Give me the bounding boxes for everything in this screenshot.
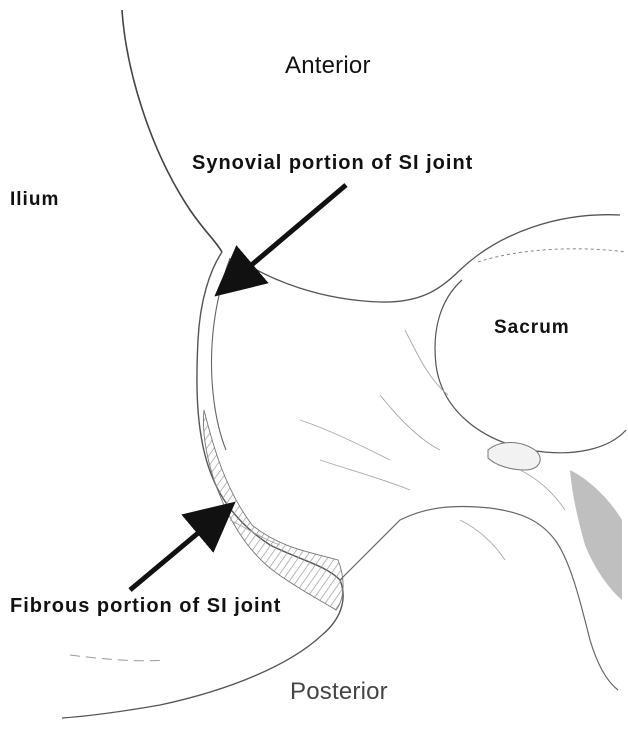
ilium-outline [122, 10, 222, 252]
posterior-soft-tissue-2 [70, 655, 165, 661]
synovial-arrow [222, 185, 346, 290]
sacrum-body [435, 280, 626, 453]
fibrous-joint-label: Fibrous portion of SI joint [10, 596, 281, 616]
fibrous-arrow [130, 508, 228, 590]
sacral-shading [570, 470, 622, 600]
anterior-label: Anterior [285, 54, 371, 78]
posterior-soft-tissue [62, 635, 322, 718]
sacrum-body-inner [478, 249, 626, 262]
sacral-lower-outline [340, 506, 618, 690]
posterior-label: Posterior [290, 680, 388, 704]
ilium-label: Ilium [10, 190, 59, 209]
sacral-process [488, 443, 540, 471]
synovial-joint-label: Synovial portion of SI joint [192, 153, 473, 173]
sacrum-label: Sacrum [494, 318, 570, 337]
